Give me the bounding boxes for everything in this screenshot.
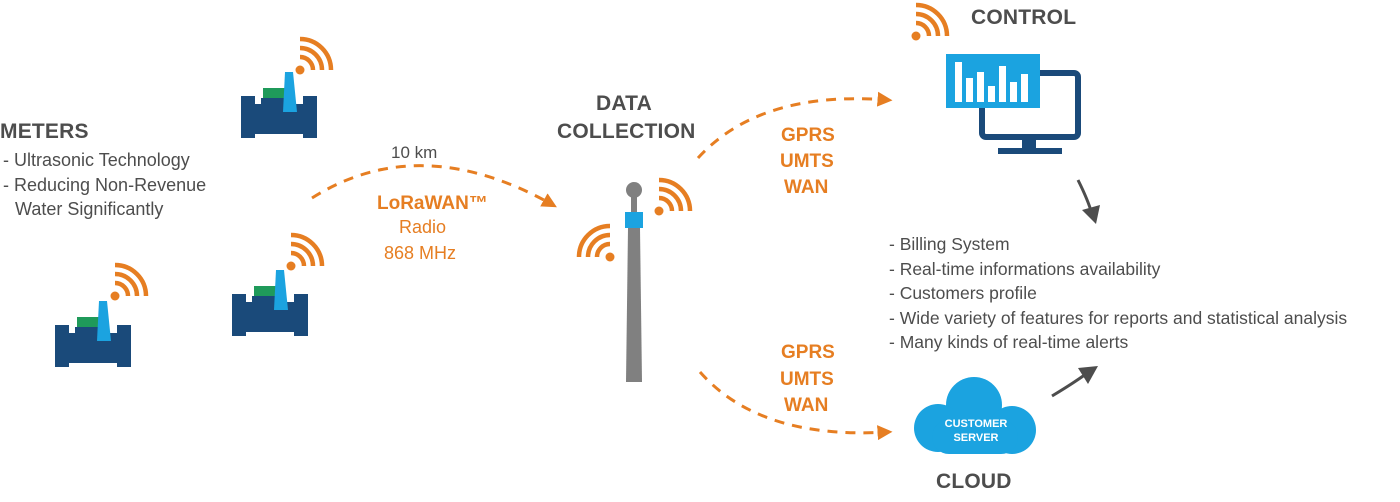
monitor-icon: [946, 54, 1081, 154]
cloud-server-line: SERVER: [953, 432, 999, 444]
water-meter-icon: [232, 270, 308, 336]
data-collection-title-line1: DATA: [596, 92, 653, 115]
wifi-signal-icon: [655, 180, 691, 216]
cloud-icon: [914, 377, 1036, 454]
wifi-signal-icon: [296, 39, 332, 75]
water-meter-icon: [55, 301, 131, 367]
feature-item: - Billing System: [889, 234, 1010, 254]
link-control-label: WAN: [784, 177, 829, 198]
feature-item: - Customers profile: [889, 283, 1037, 303]
wifi-signal-icon: [287, 235, 323, 271]
cloud-server-label: CUSTOMER SERVER: [940, 417, 1012, 445]
wifi-signal-icon: [912, 5, 948, 41]
water-meter-icon: [241, 72, 317, 138]
link-cloud-label: UMTS: [780, 369, 834, 390]
link-frequency: 868 MHz: [384, 243, 457, 263]
link-control-label: UMTS: [780, 151, 834, 172]
link-control-label: GPRS: [781, 125, 835, 146]
feature-item: - Many kinds of real-time alerts: [889, 332, 1129, 352]
cloud-title: CLOUD: [936, 470, 1012, 493]
link-arrow-meters: [311, 164, 557, 208]
arrow-icon: [1076, 179, 1100, 224]
feature-item: - Real-time informations availability: [889, 258, 1161, 279]
link-arrow-cloud: [698, 371, 893, 441]
link-cloud-label: GPRS: [781, 342, 835, 363]
features-list: - Billing System - Real-time information…: [889, 232, 1347, 355]
antenna-tower-icon: [625, 182, 643, 382]
link-type: Radio: [399, 217, 447, 237]
link-cloud-label: WAN: [784, 395, 829, 416]
arrow-icon: [1051, 366, 1098, 398]
wifi-signal-icon: [111, 265, 147, 301]
meters-description: - Ultrasonic Technology - Reducing Non-R…: [3, 148, 206, 222]
meters-title: METERS: [0, 120, 89, 143]
meters-line: - Reducing Non-Revenue: [3, 174, 207, 195]
wifi-signal-icon: [579, 226, 615, 262]
control-title: CONTROL: [971, 6, 1077, 29]
data-collection-title-line2: COLLECTION: [557, 120, 696, 143]
link-distance: 10 km: [391, 143, 438, 162]
feature-item: - Wide variety of features for reports a…: [889, 307, 1348, 328]
link-protocol: LoRaWAN™: [377, 193, 488, 214]
cloud-server-line: CUSTOMER: [944, 418, 1008, 430]
link-arrow-control: [696, 91, 893, 160]
meters-line: - Ultrasonic Technology: [3, 150, 190, 170]
meters-line: Water Significantly: [15, 199, 164, 219]
